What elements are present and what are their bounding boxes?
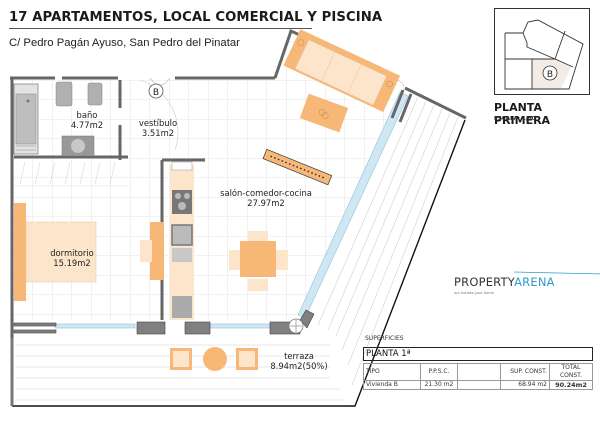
- room-area-bath: 4.77m2: [71, 120, 103, 130]
- unit-marker: B: [148, 83, 164, 99]
- room-name-bath: baño: [77, 110, 98, 120]
- scale-label: ESCALA: 1/50: [494, 116, 536, 122]
- terrace-furniture: [170, 347, 258, 371]
- header-tipo: TIPO: [363, 363, 421, 381]
- terrace-edge: [12, 119, 466, 407]
- sofa: [283, 29, 401, 112]
- cell-tipo: Vivienda B: [363, 380, 421, 390]
- room-area-vestibule: 3.51m2: [142, 128, 174, 138]
- cell-total-const: 90.24m2: [549, 380, 593, 390]
- svg-text:B: B: [153, 88, 159, 98]
- cell-sup-const: 68.94 m2: [500, 380, 550, 390]
- cell-ppsc: 21.30 m2: [420, 380, 458, 390]
- room-area-terrace: 8.94m2(50%): [270, 361, 327, 371]
- project-address: C/ Pedro Pagán Ayuso, San Pedro del Pina…: [9, 37, 240, 49]
- room-name-bedroom: dormitorio: [50, 248, 94, 258]
- wardrobe: [14, 161, 128, 187]
- title-underline: [9, 28, 312, 29]
- dining-table: [229, 231, 288, 291]
- bed: [14, 203, 164, 301]
- kitchen-counter: [170, 161, 194, 320]
- floor-row: PLANTA 1ª: [363, 347, 593, 361]
- room-name-vestibule: vestíbulo: [139, 118, 177, 128]
- property-arena-logo: PROPERTYARENA our houses your home: [454, 271, 600, 295]
- logo-text-accent: ARENA: [514, 275, 555, 289]
- table-row: Vivienda B 21.30 m2 68.94 m2 90.24m2: [363, 380, 593, 390]
- header-total-const: TOTAL CONST.: [549, 363, 593, 381]
- room-name-living: salón-comedor-cocina: [220, 188, 312, 198]
- surfaces-label: SUPERFICIES: [365, 335, 404, 342]
- surfaces-table: PLANTA 1ª TIPO P.P.S.C. SUP. CONST. TOTA…: [363, 347, 593, 390]
- tv-unit: [262, 148, 333, 186]
- logo-tagline: our houses your home: [454, 290, 494, 295]
- entry-door-arc: [139, 79, 179, 151]
- coffee-table: [299, 93, 349, 133]
- bathroom-fixtures: [13, 81, 103, 157]
- floor-level-title: PLANTA PRIMERA: [494, 101, 551, 127]
- room-area-bedroom: 15.19m2: [53, 258, 90, 268]
- table-header-row: TIPO P.P.S.C. SUP. CONST. TOTAL CONST.: [363, 363, 593, 381]
- key-plan: B: [494, 8, 590, 95]
- project-title: 17 APARTAMENTOS, LOCAL COMERCIAL Y PISCI…: [9, 10, 383, 25]
- logo-text-main: PROPERTY: [454, 275, 515, 289]
- header-sup-const: SUP. CONST.: [500, 363, 550, 381]
- key-plan-marker: B: [547, 70, 553, 80]
- room-name-terrace: terraza: [284, 351, 314, 361]
- terrace-floor: [12, 92, 466, 406]
- room-area-living: 27.97m2: [247, 198, 284, 208]
- header-ppsc: P.P.S.C.: [420, 363, 458, 381]
- header-empty: [457, 363, 501, 381]
- cell-empty: [457, 380, 501, 390]
